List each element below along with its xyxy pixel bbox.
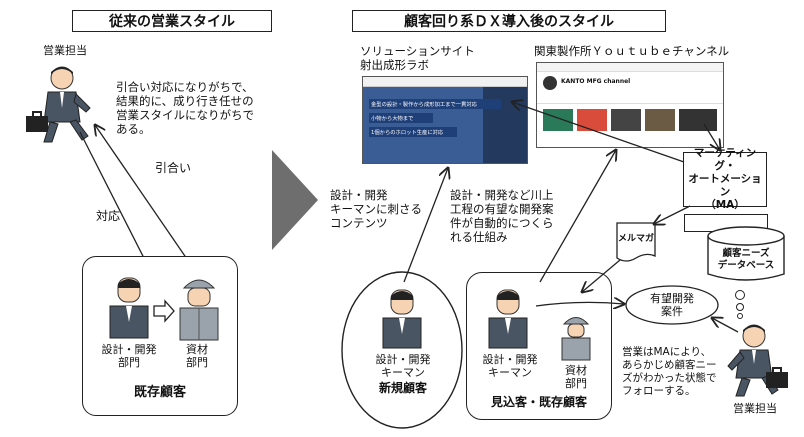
youtube-tab-bar: [537, 97, 723, 104]
left-header-text: 従来の営業スタイル: [109, 14, 235, 30]
arrow-mailmag-to-prospect: [582, 259, 621, 292]
arrow-inquiry-label: 引合い: [154, 161, 191, 175]
video-thumb-5: [679, 109, 717, 131]
youtube-title: 関東製作所Ｙｏｕｔｕｂｅチャンネル: [534, 44, 730, 58]
exist-materials-worker: [561, 317, 591, 361]
follow-note: 営業はMAにより、 あらかじめ顧客ニー ズがわかった状態で フォローする。: [622, 346, 717, 397]
arrow-newcustomer-to-site: [403, 168, 448, 283]
site-top-bar: [363, 77, 527, 87]
exist-keyman-label: 設計・開発 キーマン: [482, 353, 538, 379]
video-thumb-3: [611, 109, 641, 131]
right-header: 顧客回り系ＤＸ導入後のスタイル: [352, 10, 666, 32]
content-note: 設計・開発 キーマンに刺さる コンテンツ: [330, 188, 422, 230]
site-tagline2: 小物から大物まで: [369, 113, 433, 123]
transition-arrow: [272, 150, 318, 250]
new-keyman-label: 設計・開発 キーマン: [375, 353, 431, 379]
left-box-title: 既存顧客: [133, 385, 186, 400]
db-label: 顧客ニーズ データベース: [717, 248, 775, 271]
right-sales-label: 営業担当: [733, 402, 777, 415]
site-tagline3: 1個からのホロット生産に対応: [369, 127, 457, 137]
mailmag-label: メルマガ: [617, 234, 654, 244]
solution-site-screenshot[interactable]: 金型の設計・製作から成形加工まで一貫対応 小物から大物まで 1個からのホロット生…: [362, 76, 528, 164]
site-tagline1: 金型の設計・製作から成形加工まで一貫対応: [369, 99, 501, 109]
exist-keyman-figure: [488, 289, 528, 349]
customer-db-icon: [707, 226, 785, 281]
arrow-response: [79, 131, 150, 270]
exist-box-title: 見込客・既存顧客: [490, 395, 587, 409]
new-keyman-figure: [382, 289, 422, 349]
left-box-person1: 設計・開発 部門: [101, 343, 157, 369]
mailmag-document-icon: [616, 222, 656, 262]
youtube-logo-icon: [543, 76, 557, 90]
youtube-screenshot[interactable]: KANTO MFG channel: [536, 62, 724, 148]
arrow-response-label: 対応: [95, 209, 120, 223]
thought-bubbles: [735, 290, 745, 319]
new-customer-title: 新規顧客: [378, 381, 427, 395]
video-thumb-1: [543, 109, 573, 131]
arrow-inquiry: [95, 125, 201, 279]
left-box-person2: 資材 部門: [186, 343, 208, 369]
left-header: 従来の営業スタイル: [72, 10, 272, 32]
left-sales-label: 営業担当: [43, 44, 87, 57]
new-customer-ellipse: [341, 271, 463, 429]
youtube-channel-name: KANTO MFG channel: [561, 78, 631, 85]
arrow-ma-to-site: [512, 102, 685, 163]
arrow-keyman-to-bubble: [535, 302, 624, 306]
right-arrow-icon: [153, 299, 175, 323]
keyman-figure-left: [109, 277, 149, 339]
right-header-text: 顧客回り系ＤＸ導入後のスタイル: [404, 14, 614, 30]
exist-materials-label: 資材 部門: [565, 364, 587, 390]
arrow-prospect-to-youtube: [539, 150, 616, 283]
arrow-youtube-to-ma: [703, 123, 720, 150]
video-thumb-2: [577, 109, 607, 131]
arrow-salesman-to-bubble: [712, 318, 739, 333]
materials-worker-left: [179, 279, 219, 341]
video-thumb-4: [645, 109, 675, 131]
prospect-bubble-label: 有望開発 案件: [650, 292, 694, 318]
right-salesman-figure: [727, 324, 788, 397]
left-salesman-figure: [26, 66, 91, 143]
site-title: ソリューションサイト 射出成形ラボ: [360, 44, 475, 72]
arrow-ma-to-mailmag: [654, 205, 691, 224]
youtube-top-bar: [537, 63, 723, 72]
left-note: 引合い対応になりがちで、 結果的に、成り行き任せの 営業スタイルになりがちで あ…: [116, 80, 254, 136]
prospect-bubble-shape: [625, 285, 719, 325]
auto-note: 設計・開発など川上 工程の有望な開発案 件が自動的につくら れる仕組み: [450, 188, 554, 244]
